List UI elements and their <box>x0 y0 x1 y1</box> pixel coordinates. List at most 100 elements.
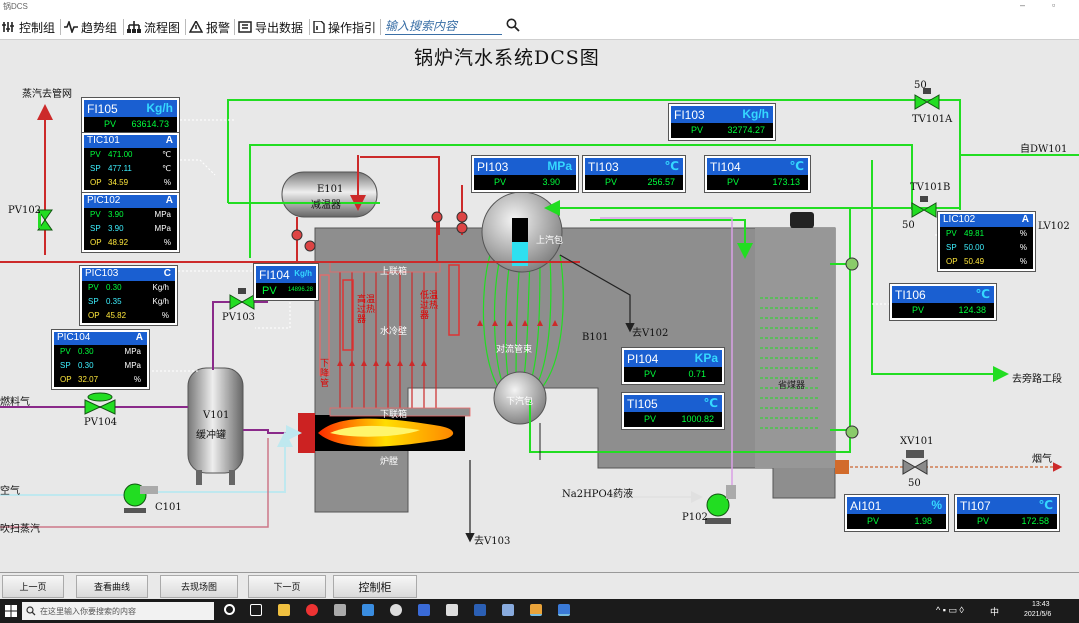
pv103-label: PV103 <box>222 312 256 323</box>
windows-start-icon[interactable] <box>5 605 17 617</box>
taskbar-search-box[interactable]: 在这里输入你要搜索的内容 <box>22 602 214 620</box>
task-view-icon[interactable] <box>250 604 262 616</box>
panel-unit: ℃ <box>664 159 679 173</box>
toolbar-divider <box>309 19 310 35</box>
p102-pump[interactable] <box>705 485 736 524</box>
pv-value: 0.30 <box>78 347 94 356</box>
calculator-icon[interactable] <box>334 604 346 616</box>
prev-page-button[interactable]: 上一页 <box>2 575 64 598</box>
search-icon[interactable] <box>506 18 520 32</box>
toolbar-alarm-button[interactable]: 报警 <box>189 18 230 36</box>
pv-value: 63614.73 <box>131 119 169 129</box>
op-value[interactable]: 45.82 <box>106 311 127 320</box>
toolbar-divider <box>123 19 124 35</box>
sp-unit: MPa <box>124 361 141 370</box>
trend-icon <box>64 21 78 33</box>
feedwater-lines <box>227 99 1079 453</box>
lower-drum <box>493 371 547 425</box>
pv104-valve[interactable] <box>84 392 116 415</box>
chrome-icon[interactable] <box>306 604 318 616</box>
app-icon[interactable] <box>418 604 430 616</box>
app-icon[interactable] <box>558 604 570 616</box>
b101-label: B101 <box>582 332 609 343</box>
panel-tag: TI106 <box>895 288 926 302</box>
sp-value[interactable]: 0.30 <box>78 361 94 370</box>
pv-label: PV <box>88 283 99 292</box>
app-icon[interactable] <box>362 604 374 616</box>
downcomer-pipe <box>319 274 330 376</box>
toolbar-export-button[interactable]: 导出数据 <box>238 18 303 36</box>
op-value[interactable]: 34.59 <box>108 178 129 187</box>
minimize-icon[interactable]: – <box>1020 0 1026 10</box>
app-icon[interactable] <box>502 604 514 616</box>
c101-blower[interactable] <box>123 483 158 513</box>
op-label: OP <box>60 375 72 384</box>
tv101b-valve[interactable] <box>911 196 937 218</box>
app-icon[interactable] <box>390 604 402 616</box>
cortana-icon[interactable] <box>224 604 235 615</box>
xv101-valve[interactable] <box>902 450 928 475</box>
toolbar-guide-button[interactable]: 操作指引 <box>313 18 376 36</box>
ime-indicator[interactable]: 中 <box>990 607 1000 617</box>
economizer-label: 省煤器 <box>778 380 806 390</box>
app-icon[interactable] <box>446 604 458 616</box>
pv103-valve[interactable] <box>229 288 255 310</box>
dcs-app-icon[interactable] <box>530 604 542 616</box>
pv102-valve[interactable] <box>37 209 53 231</box>
sp-value[interactable]: 3.90 <box>108 224 124 233</box>
tv101a-position: 50 <box>914 80 927 91</box>
sp-value[interactable]: 50.00 <box>964 243 985 252</box>
sp-label: SP <box>90 164 101 173</box>
xv101-label: XV101 <box>900 436 934 447</box>
next-page-button[interactable]: 下一页 <box>248 575 326 598</box>
toolbar-flowchart-button[interactable]: 流程图 <box>127 18 180 36</box>
field-view-button[interactable]: 去现场图 <box>160 575 238 598</box>
control-cabinet-button[interactable]: 控制柜 <box>333 575 417 598</box>
pv-label: PV <box>605 177 618 187</box>
tv101b-position: 50 <box>902 220 915 231</box>
file-explorer-icon[interactable] <box>278 604 290 616</box>
sp-value[interactable]: 0.35 <box>106 297 122 306</box>
word-icon[interactable] <box>474 604 486 616</box>
v101-tag-label: V101 <box>203 410 230 421</box>
sp-unit: Kg/h <box>152 297 169 306</box>
op-unit: % <box>163 178 171 187</box>
sp-label: SP <box>88 297 99 306</box>
to-v103-label: 去V103 <box>474 536 511 547</box>
tv101a-valve[interactable] <box>914 88 940 110</box>
restore-icon[interactable]: ▫ <box>1052 0 1056 10</box>
sp-value[interactable]: 477.11 <box>108 164 132 173</box>
op-value[interactable]: 50.49 <box>964 257 985 266</box>
search-input[interactable] <box>385 18 502 35</box>
toolbar-divider <box>380 19 381 35</box>
op-value[interactable]: 32.07 <box>78 375 99 384</box>
e101-tag-label: E101 <box>317 184 344 195</box>
tv101a-label: TV101A <box>912 114 953 125</box>
tray-icons[interactable]: ^ ▪ ▭ ◊ <box>936 605 964 615</box>
view-curve-button[interactable]: 查看曲线 <box>76 575 148 598</box>
op-value[interactable]: 48.92 <box>108 238 129 247</box>
op-unit: % <box>1019 257 1027 266</box>
ht-superheater-label: 高温过热器 <box>357 294 376 324</box>
toolbar-divider <box>185 19 186 35</box>
air-line <box>0 431 293 496</box>
toolbar-control-group-button[interactable]: 控制组 <box>2 18 55 36</box>
toolbar-trend-group-button[interactable]: 趋势组 <box>64 18 117 36</box>
boiler-vent <box>790 212 814 228</box>
